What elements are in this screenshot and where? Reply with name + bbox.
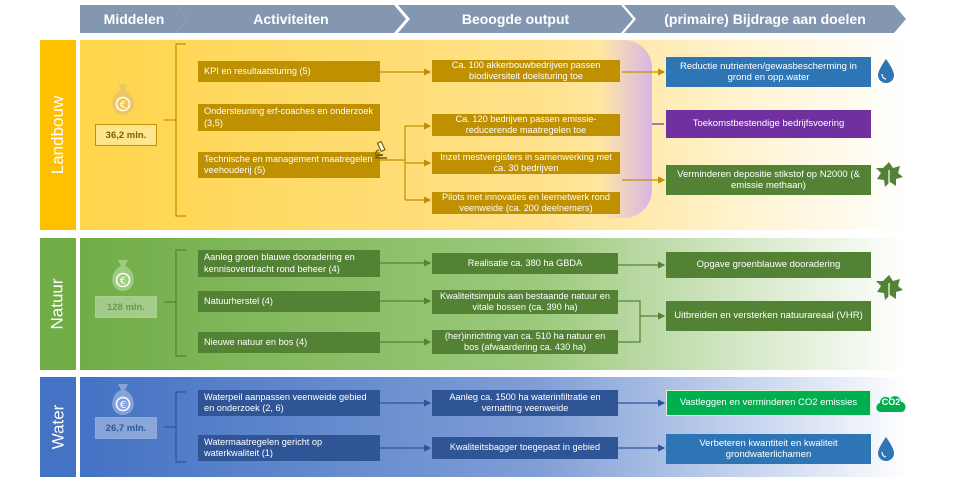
activity-nieuwe-natuur: Nieuwe natuur en bos (4) [198,332,380,353]
budget-water: 26,7 mln. [95,417,157,439]
activity-kpi: KPI en resultaatsturing (5) [198,61,380,82]
co2-cloud-icon: CO2 [874,392,908,414]
water-drop-icon [878,59,894,83]
header-middelen-label: Middelen [103,11,165,27]
side-label-landbouw: Landbouw [40,40,76,230]
output-gbda: Realisatie ca. 380 ha GBDA [432,253,618,274]
output-emissie: Ca. 120 bedrijven passen emissie-reducer… [432,114,620,136]
co2-label: CO2 [881,397,901,407]
money-bag-icon: € [112,84,134,115]
leaf-natuur-icon [876,275,903,300]
output-herinrichting: (her)inrichting van ca. 510 ha natuur en… [432,330,618,354]
leaf-icon [876,162,903,187]
header-bijdrage-label: (primaire) Bijdrage aan doelen [664,11,866,27]
goal-natuurareaal: Uitbreiden en versterken natuurareaal (V… [666,301,871,331]
goal-co2: Vastleggen en verminderen CO2 emissies [666,390,871,416]
goal-reductie-nutrienten: Reductie nutrienten/gewasbescherming in … [666,57,871,87]
money-bag-natuur-icon: € [112,260,134,291]
output-kwaliteitsbagger: Kwaliteitsbagger toegepast in gebied [432,437,618,459]
svg-text:€: € [120,276,126,287]
goal-stikstof: Verminderen depositie stikstof op N2000 … [666,165,871,195]
activity-watermaatregelen: Watermaatregelen gericht op waterkwalite… [198,435,380,461]
output-mestvergisters: Inzet mestvergisters in samenwerking met… [432,152,620,174]
water-drop-water-icon [878,437,894,461]
activity-erf-coaches: Ondersteuning erf-coaches en onderzoek (… [198,104,380,131]
svg-text:€: € [120,100,126,111]
goal-groenblauwe: Opgave groenblauwe dooradering [666,252,871,278]
activity-natuurherstel: Natuurherstel (4) [198,291,380,312]
side-label-water: Water [40,377,76,477]
budget-natuur: 128 mln. [95,296,157,318]
budget-landbouw: 36,2 mln. [95,124,157,146]
goal-grondwater: Verbeteren kwantiteit en kwaliteit grond… [666,434,871,464]
money-bag-water-icon: € [112,384,134,415]
output-kwaliteitsimpuls: Kwaliteitsimpuls aan bestaande natuur en… [432,290,618,314]
activity-technische: Technische en management maatregelen vee… [198,152,380,178]
header-output: Beoogde output [398,5,633,33]
side-label-natuur: Natuur [40,238,76,370]
activity-groen-blauwe: Aanleg groen blauwe dooradering en kenni… [198,250,380,277]
microscope-icon [374,140,387,159]
activity-waterpeil: Waterpeil aanpassen veenweide gebied en … [198,390,380,416]
header-bijdrage: (primaire) Bijdrage aan doelen [624,5,906,33]
header-activiteiten-label: Activiteiten [253,11,329,27]
goal-toekomstbestendig: Toekomstbestendige bedrijfsvoering [666,110,871,138]
header-output-label: Beoogde output [461,11,570,27]
output-waterinfiltratie: Aanleg ca. 1500 ha waterinfiltratie en v… [432,390,618,416]
output-akkerbouw: Ca. 100 akkerbouwbedrijven passen biodiv… [432,60,620,82]
output-pilots: Pilots met innovaties en leernetwerk ron… [432,192,620,214]
header-middelen: Middelen [80,5,188,33]
svg-text:€: € [120,400,126,411]
header-activiteiten: Activiteiten [176,5,406,33]
